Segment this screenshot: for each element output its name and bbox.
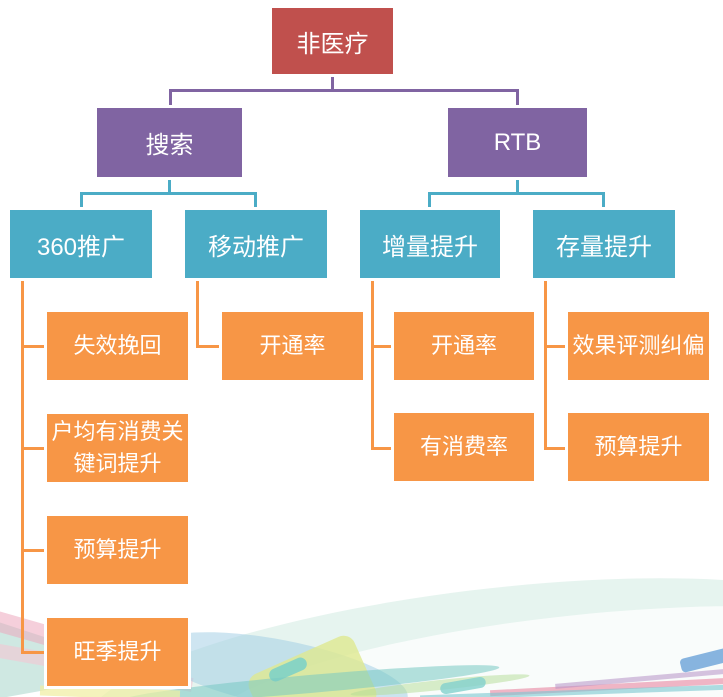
leaf-consumption-rate: 有消费率 bbox=[394, 413, 534, 481]
leaf-activation-rate-rtb: 开通率 bbox=[394, 312, 534, 380]
leaf-effect-evaluation-correction: 效果评测纠偏 bbox=[568, 312, 709, 380]
node-search: 搜索 bbox=[97, 108, 242, 177]
leaf-keyword-improve: 户均有消费关键词提升 bbox=[47, 414, 188, 482]
connector-rtb-stem bbox=[516, 177, 519, 193]
node-rtb: RTB bbox=[448, 108, 587, 177]
connector-search-stem bbox=[168, 177, 171, 193]
connector-360-stub bbox=[21, 447, 47, 450]
node-360-promotion: 360推广 bbox=[10, 210, 152, 278]
node-mobile-promotion: 移动推广 bbox=[185, 210, 327, 278]
connector-to-search bbox=[169, 91, 172, 109]
connector-to-increment bbox=[428, 194, 431, 211]
connector-360-drop bbox=[21, 278, 24, 654]
connector-stock-stub bbox=[544, 447, 568, 450]
connector-360-stub bbox=[21, 549, 47, 552]
connector-increment-stub bbox=[371, 345, 394, 348]
connector-root-stem bbox=[331, 74, 334, 92]
connector-360-stub bbox=[21, 345, 47, 348]
connector-to-360 bbox=[80, 194, 83, 211]
connector-search-crossbar bbox=[80, 192, 257, 195]
connector-root-crossbar bbox=[169, 89, 519, 92]
connector-360-stub bbox=[21, 651, 47, 654]
leaf-budget-improve-360: 预算提升 bbox=[47, 516, 188, 584]
connector-increment-drop bbox=[371, 278, 374, 450]
node-incremental-improve: 增量提升 bbox=[360, 210, 500, 278]
connector-to-rtb bbox=[516, 91, 519, 109]
connector-rtb-crossbar bbox=[428, 192, 605, 195]
connector-to-stock bbox=[602, 194, 605, 211]
node-stock-improve: 存量提升 bbox=[533, 210, 675, 278]
connector-to-mobile bbox=[254, 194, 257, 211]
leaf-activation-rate-mobile: 开通率 bbox=[222, 312, 363, 380]
leaf-peak-season-improve: 旺季提升 bbox=[47, 618, 188, 686]
connector-stock-drop bbox=[544, 278, 547, 450]
node-root-non-medical: 非医疗 bbox=[272, 8, 393, 74]
connector-stock-stub bbox=[544, 345, 568, 348]
connector-mobile-drop bbox=[196, 278, 199, 348]
connector-increment-stub bbox=[371, 447, 394, 450]
connector-mobile-stub bbox=[196, 345, 222, 348]
leaf-lapse-winback: 失效挽回 bbox=[47, 312, 188, 380]
leaf-budget-improve-stock: 预算提升 bbox=[568, 413, 709, 481]
